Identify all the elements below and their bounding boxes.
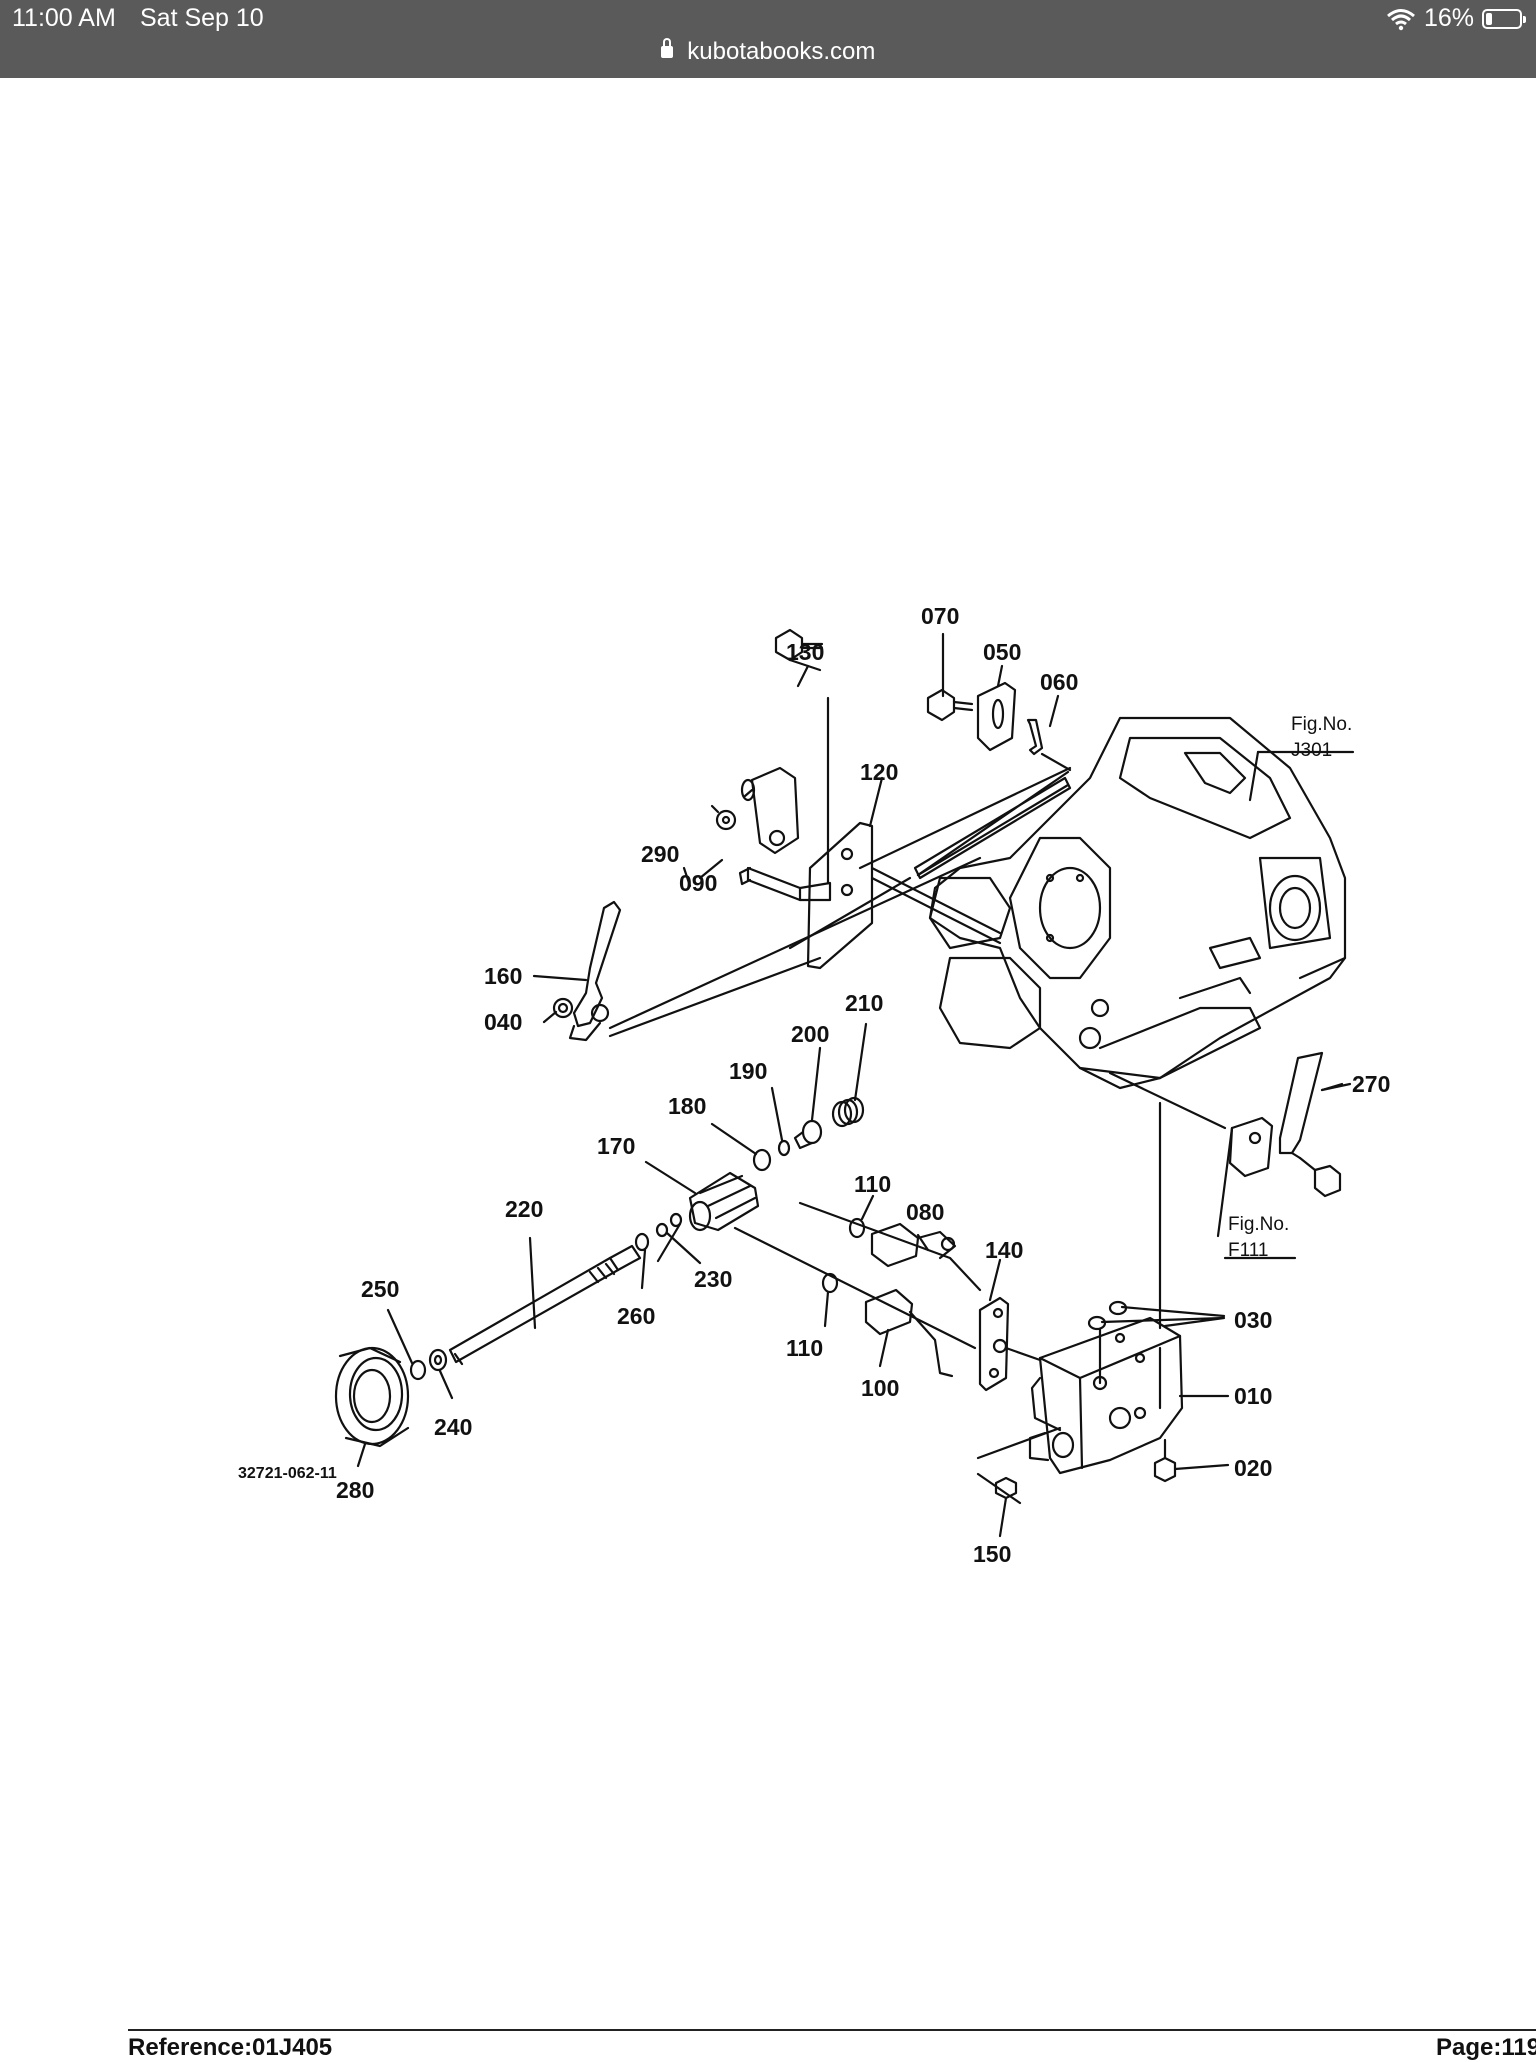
fig-label-f111: Fig.No. bbox=[1228, 1214, 1289, 1235]
part-020-bolt bbox=[1153, 1438, 1177, 1483]
part-210-spring bbox=[831, 1096, 865, 1128]
fig-number-j301: J301 bbox=[1291, 740, 1332, 761]
address-bar[interactable]: kubotabooks.com bbox=[0, 38, 1536, 66]
part-250-washer bbox=[409, 1359, 427, 1381]
callout-190: 190 bbox=[729, 1058, 767, 1084]
part-180-ring bbox=[752, 1148, 772, 1172]
callout-060: 060 bbox=[1040, 669, 1078, 695]
part-150-nut bbox=[994, 1476, 1018, 1500]
part-280-seal bbox=[334, 1346, 410, 1448]
part-220-shaft bbox=[448, 1244, 642, 1366]
parts-diagram: 070 130 050 060 120 290 090 160 040 210 … bbox=[238, 603, 1390, 1567]
part-130-bolt bbox=[774, 628, 824, 672]
part-140-link bbox=[978, 1296, 1010, 1392]
footer-divider bbox=[128, 2029, 1536, 2031]
callout-020: 020 bbox=[1234, 1455, 1272, 1481]
callout-040: 040 bbox=[484, 1009, 522, 1035]
callout-080: 080 bbox=[906, 1199, 944, 1225]
part-230-ring-a bbox=[655, 1222, 669, 1238]
part-070-bolt bbox=[926, 688, 974, 722]
document-page: 070 130 050 060 120 290 090 160 040 210 … bbox=[0, 78, 1536, 2061]
callout-180: 180 bbox=[668, 1093, 706, 1119]
transmission-case bbox=[928, 716, 1347, 1090]
part-120-plate bbox=[806, 821, 874, 970]
part-050-bracket bbox=[976, 681, 1017, 752]
fig-label-j301: Fig.No. bbox=[1291, 714, 1352, 735]
part-240-washer bbox=[428, 1348, 448, 1372]
f111-bracket bbox=[1228, 1116, 1274, 1178]
url-text: kubotabooks.com bbox=[687, 38, 876, 65]
callout-numbers: 070 130 050 060 120 290 090 160 040 210 … bbox=[238, 603, 1390, 1567]
part-200-cap bbox=[793, 1119, 823, 1150]
part-110-oring-b bbox=[821, 1272, 839, 1294]
callout-280: 280 bbox=[336, 1477, 374, 1503]
lock-icon bbox=[660, 38, 673, 58]
status-date: Sat Sep 10 bbox=[140, 4, 264, 32]
part-100-pin bbox=[864, 1288, 954, 1378]
callout-150: 150 bbox=[973, 1541, 1011, 1567]
callout-120: 120 bbox=[860, 759, 898, 785]
status-right: 16% bbox=[1386, 4, 1526, 33]
reference-label: Reference:01J405 bbox=[128, 2034, 333, 2061]
callout-230: 230 bbox=[694, 1266, 732, 1292]
callout-140: 140 bbox=[985, 1237, 1023, 1263]
callout-250: 250 bbox=[361, 1276, 399, 1302]
fig-number-f111: F111 bbox=[1228, 1240, 1269, 1261]
callout-110-a: 110 bbox=[854, 1171, 891, 1197]
part-170-spool bbox=[688, 1171, 760, 1232]
callout-070: 070 bbox=[921, 603, 959, 629]
part-080-pin bbox=[870, 1222, 957, 1268]
part-260-clip bbox=[634, 1232, 650, 1252]
part-160-lever bbox=[568, 900, 622, 1042]
wifi-icon bbox=[1386, 8, 1415, 30]
callout-260: 260 bbox=[617, 1303, 655, 1329]
part-270-lever bbox=[1278, 1051, 1324, 1160]
part-110-oring-a bbox=[848, 1217, 866, 1239]
part-040-clip bbox=[552, 997, 574, 1019]
callout-270: 270 bbox=[1352, 1071, 1390, 1097]
part-060-clip bbox=[1026, 718, 1044, 756]
drawing-code: 32721-062-11 bbox=[238, 1465, 337, 1482]
part-190-ring bbox=[777, 1139, 791, 1157]
callout-160: 160 bbox=[484, 963, 522, 989]
callout-030: 030 bbox=[1234, 1307, 1272, 1333]
callout-240: 240 bbox=[434, 1414, 472, 1440]
status-bar: 11:00 AM Sat Sep 10 16% kubotabooks.com bbox=[0, 0, 1536, 78]
callout-100: 100 bbox=[861, 1375, 899, 1401]
battery-icon bbox=[1482, 8, 1526, 29]
status-time: 11:00 AM bbox=[12, 4, 116, 32]
part-230-ring-b bbox=[669, 1212, 683, 1228]
270-bolt bbox=[1298, 1156, 1342, 1198]
callout-010: 010 bbox=[1234, 1383, 1272, 1409]
part-090-arm bbox=[740, 766, 800, 855]
callout-050: 050 bbox=[983, 639, 1021, 665]
battery-percent: 16% bbox=[1423, 4, 1474, 32]
callout-110-b: 110 bbox=[786, 1335, 823, 1361]
callout-090: 090 bbox=[679, 870, 717, 896]
callout-220: 220 bbox=[505, 1196, 543, 1222]
callout-130: 130 bbox=[786, 639, 824, 665]
callout-170: 170 bbox=[597, 1133, 635, 1159]
callout-200: 200 bbox=[791, 1021, 829, 1047]
callout-290: 290 bbox=[641, 841, 679, 867]
part-290-washer bbox=[710, 804, 737, 831]
callout-210: 210 bbox=[845, 990, 883, 1016]
page-number: Page:119 bbox=[1436, 2034, 1536, 2061]
